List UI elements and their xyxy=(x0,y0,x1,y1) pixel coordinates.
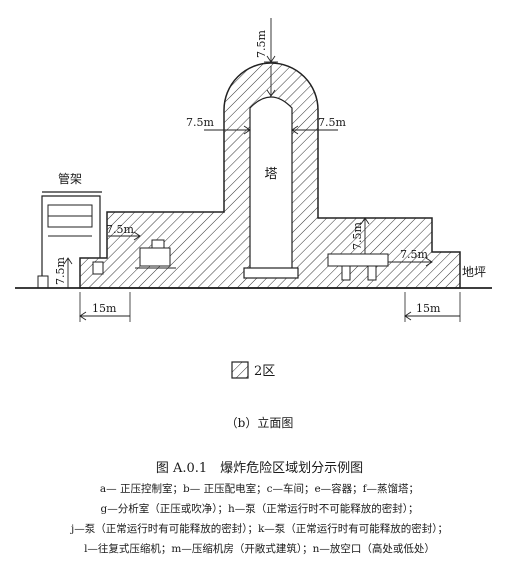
dim-right-equip-label: 7.5m xyxy=(400,248,428,261)
legend-label: 2区 xyxy=(254,364,275,379)
dim-top-label: 7.5m xyxy=(255,30,268,58)
dim-left-equip-label: 7.5m xyxy=(106,223,134,236)
dim-top xyxy=(264,18,278,97)
dim-left-height-label: 7.5m xyxy=(54,257,67,285)
dim-right-vertical-label: 7.5m xyxy=(351,222,364,250)
dim-left-height xyxy=(63,257,73,288)
ground-label: 地坪 xyxy=(462,265,486,279)
tower xyxy=(249,96,293,271)
dim-left-equip xyxy=(108,231,141,241)
figure-caption: 图 A.0.1 爆炸危险区域划分示例图 xyxy=(155,461,364,476)
note-line-2: g—分析室（正压或吹净）；h—泵（正常运行时不可能释放的密封）； xyxy=(100,503,419,515)
dim-right-ground-label: 15m xyxy=(416,302,441,315)
dim-left-tower xyxy=(204,125,251,135)
dim-right-tower-label: 7.5m xyxy=(318,116,346,129)
pipe-rack-label: 管架 xyxy=(58,171,82,186)
subtitle: （b）立面图 xyxy=(225,416,294,430)
tower-label: 塔 xyxy=(264,167,277,182)
tower-base xyxy=(243,267,299,279)
dim-left-tower-label: 7.5m xyxy=(186,116,214,129)
elevation-diagram: 塔 管架 地坪 7.5m 7.5m xyxy=(15,18,492,379)
dim-right-equip xyxy=(388,257,433,267)
dim-right-tower xyxy=(291,125,338,135)
dim-left-ground-label: 15m xyxy=(92,302,117,315)
pipe-rack xyxy=(37,191,104,289)
note-line-3: j—泵（正常运行时有可能释放的密封）；k—泵（正常运行时有可能释放的密封）； xyxy=(70,523,449,535)
legend: 2区 xyxy=(231,361,275,379)
dim-left-ground xyxy=(79,292,131,322)
dim-right-ground xyxy=(404,292,461,322)
dim-right-vertical xyxy=(360,217,370,254)
note-line-1: a— 正压控制室；b— 正压配电室；c—车间；e—容器；f—蒸馏塔； xyxy=(99,483,420,495)
right-equipment xyxy=(327,253,389,281)
legend-swatch xyxy=(231,361,249,379)
left-equipment xyxy=(135,239,176,269)
note-line-4: l—往复式压缩机；m—压缩机房（开敞式建筑）；n—放空口（高处或低处） xyxy=(84,543,435,555)
